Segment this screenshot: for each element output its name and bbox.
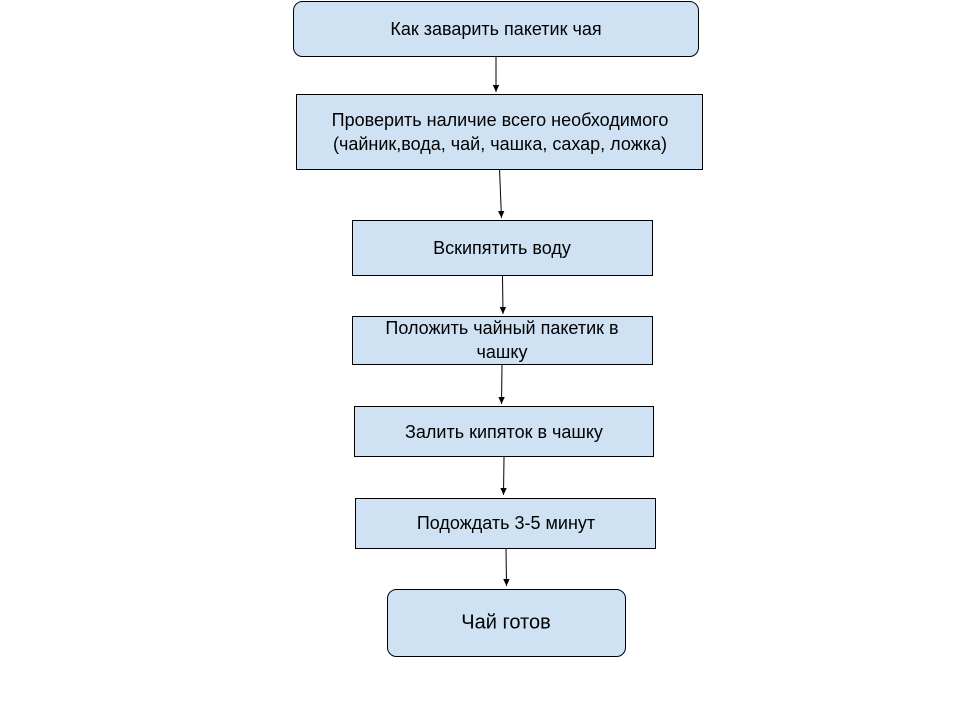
process-box [354,406,654,457]
node-label: Вскипятить воду [433,238,571,258]
process-box [355,498,656,549]
connectors [492,57,510,587]
node-label: Чай готов [461,611,550,633]
process-box [352,316,653,365]
node-check: Проверить наличие всего необходимого (ча… [296,94,703,170]
terminal-box [293,1,699,57]
node-label: Как заварить пакетик чая [390,19,601,39]
edge-bag-pour [498,364,505,405]
node-label-line-2: чашку [477,342,528,362]
edge-pour-wait [500,456,507,496]
terminal-box [387,589,626,657]
node-label-line-2: (чайник,вода, чай, чашка, сахар, ложка) [333,134,667,154]
node-label: Подождать 3-5 минут [417,513,595,533]
node-label-line-1: Положить чайный пакетик в [385,318,618,338]
node-label: Залить кипяток в чашку [405,422,603,442]
edge-wait-end [503,547,510,587]
node-end: Чай готов [387,589,626,657]
node-boil: Вскипятить воду [352,220,653,276]
node-bag: Положить чайный пакетик в чашку [352,316,653,365]
edge-check-boil [498,168,505,219]
process-box [352,220,653,276]
node-wait: Подождать 3-5 минут [355,498,656,549]
node-start: Как заварить пакетик чая [293,1,699,57]
node-label-line-1: Проверить наличие всего необходимого [332,110,669,130]
node-pour: Залить кипяток в чашку [354,406,654,457]
process-box [296,94,703,170]
edge-boil-bag [499,275,507,315]
